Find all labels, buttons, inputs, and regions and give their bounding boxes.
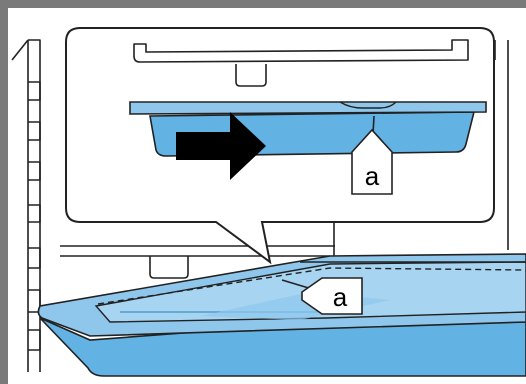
detail-callout: a <box>65 27 495 265</box>
label-a-top: a <box>365 161 380 191</box>
rim-dashed-highlight <box>97 267 526 305</box>
callout-label-top: a <box>351 115 393 195</box>
inset-shelf-rail <box>133 39 469 87</box>
callout-label-bottom: a <box>281 277 363 315</box>
arrow-right-icon <box>176 112 266 180</box>
label-a-bottom: a <box>333 282 348 312</box>
shelf-rail-back <box>60 245 335 279</box>
oven-side-wall <box>11 39 41 372</box>
